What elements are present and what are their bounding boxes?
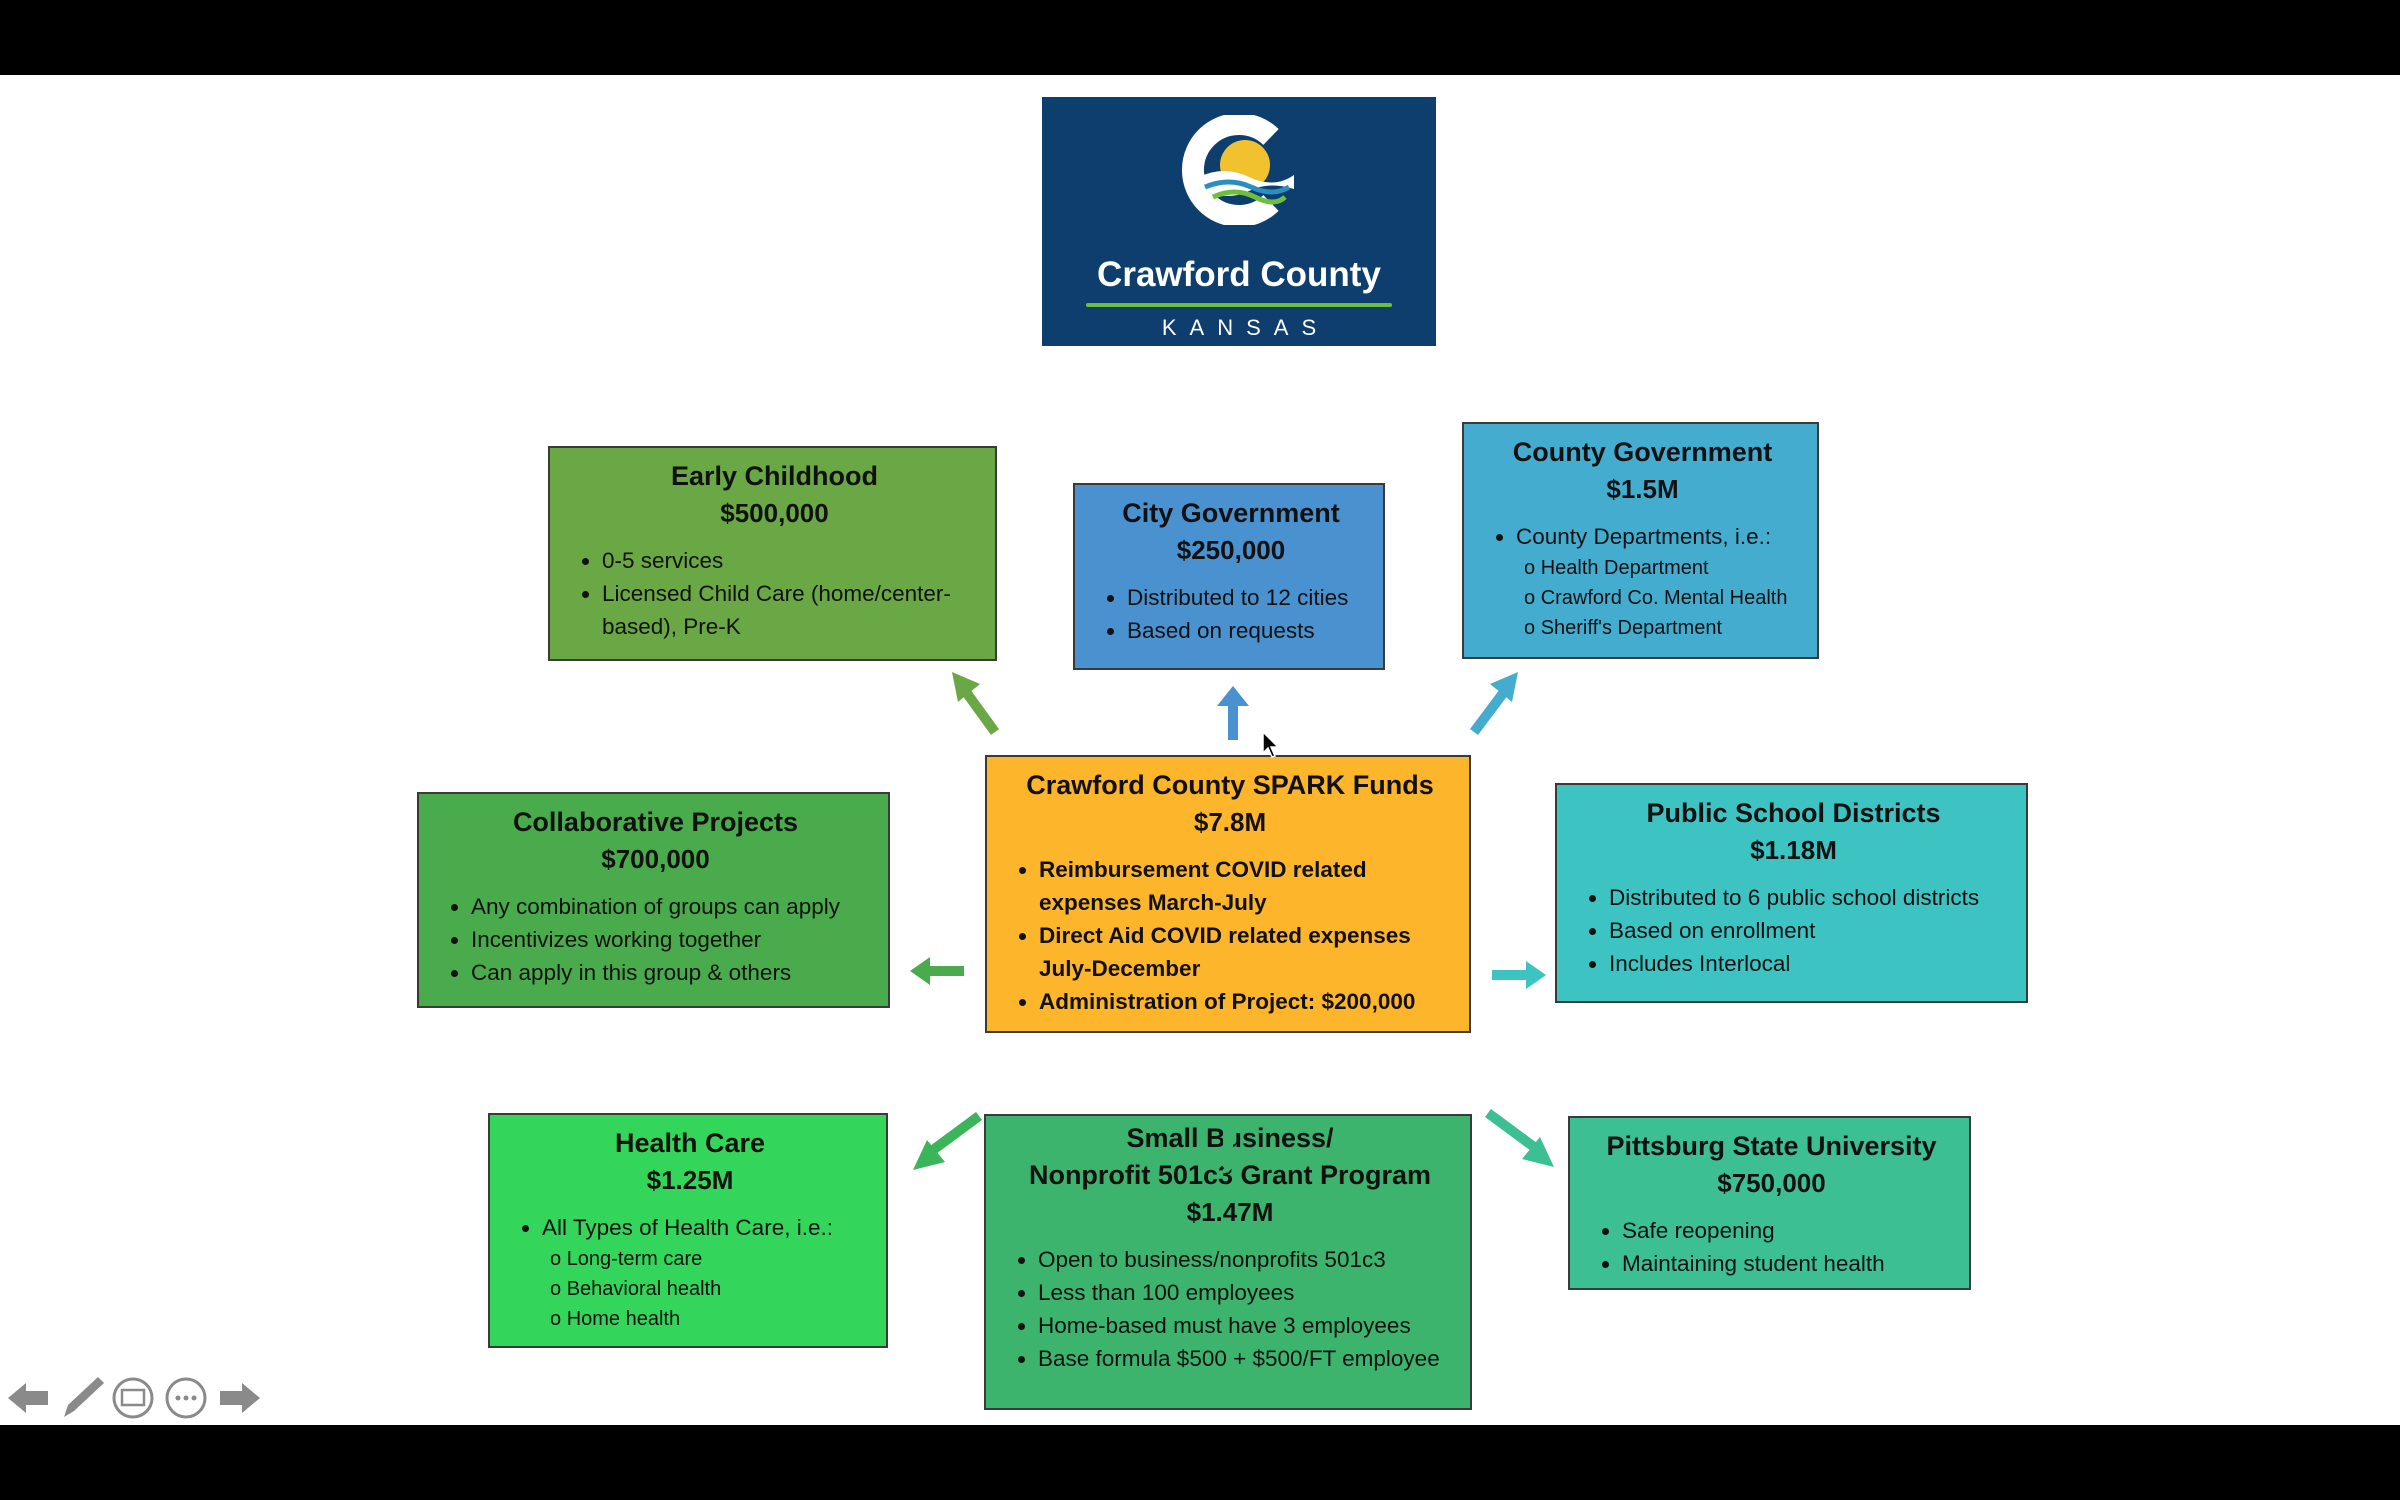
presentation-toolbar	[6, 1375, 266, 1426]
arrow-to-public-schools-icon	[1492, 961, 1546, 989]
list-item: Based on requests	[1127, 614, 1369, 647]
list-item: Safe reopening	[1622, 1214, 1955, 1247]
sub-list-item: Crawford Co. Mental Health	[1524, 583, 1803, 613]
box-title: Early Childhood	[670, 461, 878, 491]
logo-underline	[1086, 303, 1392, 307]
list-item: Incentivizes working together	[471, 923, 874, 956]
list-item: Direct Aid COVID related expenses July-D…	[1039, 919, 1455, 985]
list-item: Any combination of groups can apply	[471, 890, 874, 923]
list-item: Maintaining student health	[1622, 1247, 1955, 1280]
list-item-text: County Departments, i.e.:	[1516, 524, 1772, 549]
sub-list-item: Long-term care	[550, 1244, 872, 1274]
mouse-cursor-icon	[1262, 731, 1280, 758]
list-item: Administration of Project: $200,000	[1039, 985, 1455, 1018]
pen-icon[interactable]	[64, 1377, 104, 1417]
early-childhood-box: Early Childhood $500,000 0-5 services Li…	[548, 446, 997, 661]
arrow-left-icon[interactable]	[8, 1383, 48, 1413]
list-item: Reimbursement COVID related expenses Mar…	[1039, 853, 1455, 919]
city-government-box: City Government $250,000 Distributed to …	[1073, 483, 1385, 670]
box-amount: $1.18M	[1750, 835, 1837, 865]
list-item: Distributed to 12 cities	[1127, 581, 1369, 614]
collaborative-projects-box: Collaborative Projects $700,000 Any comb…	[417, 792, 890, 1008]
list-item: Based on enrollment	[1609, 914, 2012, 947]
box-amount: $7.8M	[1193, 807, 1267, 837]
more-icon[interactable]	[165, 1377, 207, 1419]
box-amount: $1.47M	[1186, 1197, 1274, 1227]
list-item: County Departments, i.e.: Health Departm…	[1516, 520, 1803, 643]
logo-subtitle: KANSAS	[1161, 315, 1330, 340]
county-government-box: County Government $1.5M County Departmen…	[1462, 422, 1819, 659]
slide-icon[interactable]	[112, 1377, 154, 1419]
box-amount: $700,000	[601, 844, 710, 874]
list-item: Home-based must have 3 employees	[1038, 1309, 1456, 1342]
box-amount: $250,000	[1176, 535, 1286, 565]
box-title: Collaborative Projects	[512, 807, 799, 837]
list-item: Can apply in this group & others	[471, 956, 874, 989]
public-school-districts-box: Public School Districts $1.18M Distribut…	[1555, 783, 2028, 1003]
arrow-to-pittsburg-state-icon	[1485, 1108, 1554, 1167]
sub-list-item: Behavioral health	[550, 1274, 872, 1304]
arrow-to-city-government-icon	[1217, 686, 1249, 740]
box-title: Health Care	[614, 1128, 766, 1158]
list-item: Base formula $500 + $500/FT employee	[1038, 1342, 1456, 1375]
arrow-to-early-childhood-icon	[952, 672, 1000, 735]
list-item: Open to business/nonprofits 501c3	[1038, 1243, 1456, 1276]
sub-list-item: Sheriff's Department	[1524, 613, 1803, 643]
arrow-to-collaborative-icon	[910, 957, 964, 985]
sub-list-item: Home health	[550, 1304, 872, 1334]
list-item: Distributed to 6 public school districts	[1609, 881, 2012, 914]
list-item: Less than 100 employees	[1038, 1276, 1456, 1309]
box-title: Public School Districts	[1646, 798, 1941, 828]
arrow-to-health-care-icon	[913, 1111, 982, 1170]
box-title: County Government	[1512, 437, 1773, 467]
sub-list-item: Health Department	[1524, 553, 1803, 583]
list-item: 0-5 services	[602, 544, 981, 577]
slide: Crawford County KANSAS Early Childhood $…	[0, 75, 2400, 1425]
box-title: Pittsburg State University	[1606, 1131, 1937, 1161]
list-item: Includes Interlocal	[1609, 947, 2012, 980]
list-item: Licensed Child Care (home/center-based),…	[602, 577, 981, 643]
box-amount: $750,000	[1717, 1168, 1826, 1198]
list-item: All Types of Health Care, i.e.: Long-ter…	[542, 1211, 872, 1334]
arrow-right-icon[interactable]	[220, 1383, 260, 1413]
pittsburg-state-university-box: Pittsburg State University $750,000 Safe…	[1568, 1116, 1971, 1290]
box-amount: $500,000	[720, 498, 829, 528]
health-care-box: Health Care $1.25M All Types of Health C…	[488, 1113, 888, 1348]
county-emblem-icon	[1182, 115, 1294, 225]
list-item-text: All Types of Health Care, i.e.:	[542, 1215, 833, 1240]
arrow-to-small-business-icon	[1212, 1125, 1244, 1173]
arrow-to-county-government-icon	[1470, 672, 1518, 735]
box-title: Crawford County SPARK Funds	[1026, 770, 1434, 800]
crawford-county-logo: Crawford County KANSAS	[1042, 97, 1436, 346]
box-amount: $1.5M	[1606, 474, 1679, 504]
spark-funds-center-box: Crawford County SPARK Funds $7.8M Reimbu…	[985, 755, 1471, 1033]
small-business-box: Small Business/ Nonprofit 501c3 Grant Pr…	[984, 1114, 1472, 1410]
logo-title: Crawford County	[1097, 255, 1381, 294]
box-title: City Government	[1122, 498, 1340, 528]
box-amount: $1.25M	[646, 1165, 734, 1195]
